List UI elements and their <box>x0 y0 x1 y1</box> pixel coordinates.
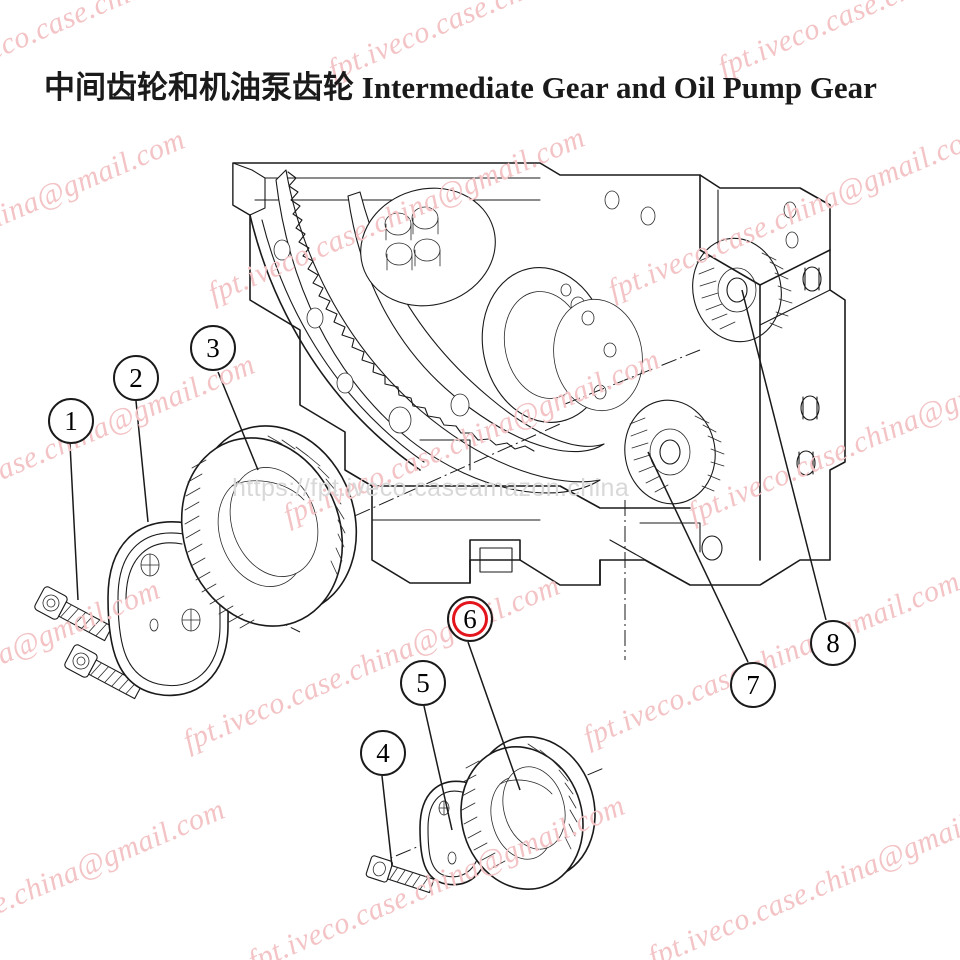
leader-6 <box>467 641 521 791</box>
leader-7 <box>647 451 749 663</box>
centerline-block-horizontal <box>564 349 701 405</box>
leader-lines <box>69 289 827 867</box>
part-oilpump-gear <box>460 736 596 890</box>
leader-2 <box>135 400 149 523</box>
engine-block-group <box>232 162 846 586</box>
callout-7[interactable]: 7 <box>730 662 776 708</box>
leader-8 <box>741 289 827 621</box>
part-intermediate-gear <box>180 425 358 629</box>
block-idler-plate <box>553 298 643 412</box>
callout-5[interactable]: 5 <box>400 660 446 706</box>
block-bolt-set <box>701 266 822 561</box>
part-cap-screw-upper <box>34 586 113 642</box>
leader-5 <box>423 705 453 831</box>
crank-gear-hub <box>360 187 496 307</box>
leader-4 <box>381 775 393 867</box>
callout-3[interactable]: 3 <box>190 325 236 371</box>
leader-3 <box>217 371 259 471</box>
ring-gear-large <box>275 169 605 494</box>
page-title: 中间齿轮和机油泵齿轮 Intermediate Gear and Oil Pum… <box>44 70 877 105</box>
block-gear-right-upper <box>692 237 793 343</box>
callout-6[interactable]: 6 <box>447 596 493 642</box>
callout-4[interactable]: 4 <box>360 730 406 776</box>
block-gear-right-lower <box>624 399 725 505</box>
part-cap-screw-lower <box>64 644 143 700</box>
callout-1[interactable]: 1 <box>48 398 94 444</box>
callout-8[interactable]: 8 <box>810 620 856 666</box>
leader-1 <box>69 443 79 601</box>
part-oilpump-bolt <box>365 855 435 894</box>
callout-2[interactable]: 2 <box>113 355 159 401</box>
